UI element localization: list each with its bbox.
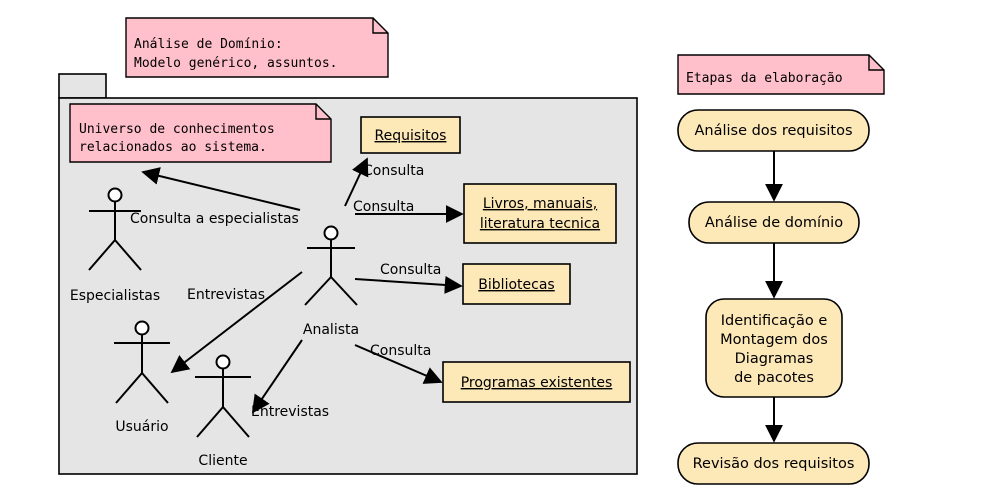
- domain-note-line1: Análise de Domínio:: [134, 37, 283, 52]
- livros-label-line2: literatura tecnica: [480, 216, 600, 232]
- livros-label-line1: Livros, manuais,: [483, 196, 597, 212]
- edge-bibliotecas: [354, 275, 463, 294]
- flow-step1-label: Análise dos requisitos: [694, 123, 852, 139]
- label-consulta-programas: Consulta: [370, 343, 431, 359]
- usuario-label: Usuário: [115, 419, 168, 435]
- flow-step3-line2: Montagem dos: [720, 332, 828, 348]
- stages-note: Etapas da elaboração: [677, 54, 885, 95]
- label-consulta-bibliotecas: Consulta: [380, 262, 441, 278]
- flow-step3-line1: Identificação e: [721, 313, 828, 329]
- flow-step4-label: Revisão dos requisitos: [693, 456, 855, 472]
- flow-step4: Revisão dos requisitos: [677, 442, 870, 485]
- flow-step3-line3: Diagramas: [735, 351, 814, 367]
- actor-especialistas: [88, 187, 142, 271]
- stages-note-text: Etapas da elaboração: [686, 71, 843, 86]
- edge-especialistas: [141, 167, 301, 211]
- programas-label: Programas existentes: [461, 375, 613, 391]
- package-tab: [58, 73, 107, 99]
- universe-note-line1: Universo de conhecimentos: [79, 122, 275, 137]
- artifact-livros: Livros, manuais, literatura tecnica: [463, 183, 617, 244]
- artifact-programas: Programas existentes: [442, 361, 631, 403]
- domain-note-line2: Modelo genérico, assuntos.: [134, 56, 338, 71]
- bibliotecas-label: Bibliotecas: [478, 277, 554, 293]
- label-entrevistas-cliente: Entrevistas: [251, 404, 329, 420]
- flow-step1: Análise dos requisitos: [677, 109, 870, 152]
- actor-usuario: [114, 320, 170, 404]
- especialistas-label: Especialistas: [70, 288, 160, 304]
- label-consulta-livros: Consulta: [353, 199, 414, 215]
- analista-label: Analista: [303, 322, 359, 338]
- artifact-requisitos: Requisitos: [360, 116, 461, 154]
- actor-cliente: [195, 354, 251, 438]
- edge-cliente: [251, 339, 303, 414]
- edge-usuario: [170, 271, 303, 374]
- edge-requisitos: [344, 157, 369, 207]
- universe-note-line2: relacionados ao sistema.: [79, 140, 267, 155]
- flow-step2-label: Análise de domínio: [705, 215, 843, 231]
- domain-note: Análise de Domínio: Modelo genérico, ass…: [125, 17, 389, 78]
- artifact-bibliotecas: Bibliotecas: [462, 263, 571, 305]
- actor-analista: [304, 225, 358, 306]
- label-consulta-especialistas: Consulta a especialistas: [130, 211, 299, 227]
- universe-note: Universo de conhecimentos relacionados a…: [69, 103, 332, 163]
- flow-step3-line4: de pacotes: [734, 370, 814, 386]
- cliente-label: Cliente: [198, 453, 247, 469]
- requisitos-label: Requisitos: [375, 128, 447, 144]
- label-entrevistas-usuario: Entrevistas: [187, 287, 265, 303]
- flow-step3: Identificação e Montagem dos Diagramas d…: [705, 298, 843, 398]
- edge-programas: [354, 344, 443, 384]
- flow-step2: Análise de domínio: [688, 201, 860, 244]
- label-consulta-requisitos: Consulta: [363, 163, 424, 179]
